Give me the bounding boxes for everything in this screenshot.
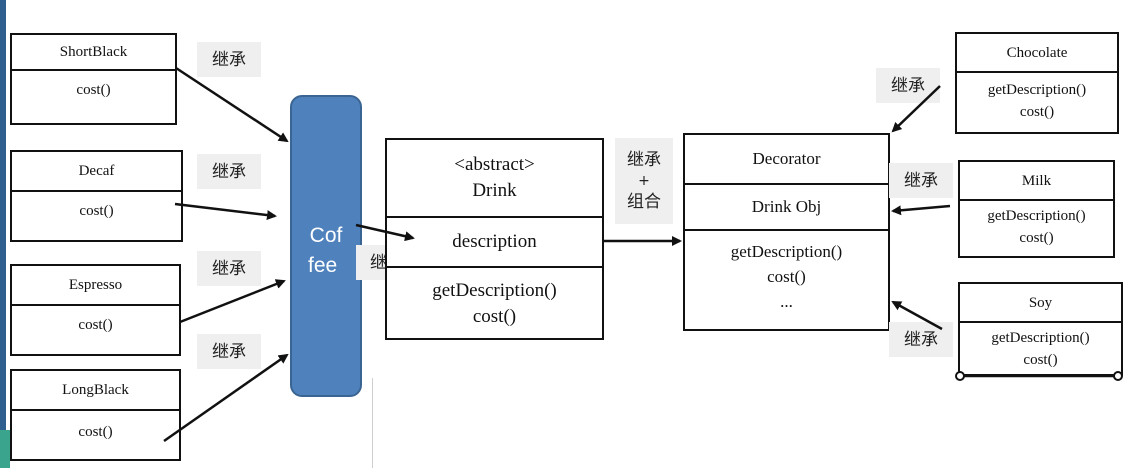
class-decaf: Decaf cost() (10, 150, 183, 242)
class-method: cost() (1023, 352, 1058, 368)
class-longblack: LongBlack cost() (10, 369, 181, 461)
class-name: LongBlack (62, 382, 129, 398)
label-inherit: 继承 (876, 68, 940, 103)
label-inherit: 继承 (197, 42, 261, 77)
label-inherit: 继承 (197, 154, 261, 189)
class-name: Soy (1028, 294, 1053, 311)
decorator-method: ... (780, 292, 793, 311)
class-methods: getDescription() cost() (957, 71, 1117, 123)
class-method: cost() (12, 190, 181, 222)
decorator-field: Drink Obj (685, 183, 888, 229)
arrow-decaf-to-coffee (174, 202, 277, 221)
class-method: cost() (1019, 230, 1054, 246)
class-shortblack: ShortBlack cost() (10, 33, 177, 125)
decorator-method: getDescription() (730, 242, 843, 261)
arrow-shortblack-to-coffee (175, 66, 289, 143)
label-line: 组合 (627, 192, 661, 212)
class-method: getDescription() (987, 82, 1087, 98)
class-soy: Soy getDescription() cost() (958, 282, 1123, 376)
class-method: getDescription() (987, 208, 1086, 224)
class-method: getDescription() (991, 330, 1090, 346)
label-inherit-compose: 继承 + 组合 (615, 138, 673, 224)
coffee-label-line1: Cof (309, 224, 343, 247)
label-line: + (638, 173, 650, 189)
drink-method: getDescription() (432, 280, 557, 301)
label-inherit: 继承 (197, 251, 261, 286)
drink-stereotype: <abstract> (454, 154, 535, 175)
class-espresso: Espresso cost() (10, 264, 181, 356)
left-edge-accent (0, 430, 10, 468)
class-method: cost() (12, 69, 175, 101)
class-name: Chocolate (1006, 44, 1068, 61)
class-milk: Milk getDescription() cost() (958, 160, 1115, 258)
label-inherit: 继承 (889, 163, 953, 198)
drink-method: cost() (472, 306, 517, 327)
divider-line (372, 378, 373, 468)
drink-field: description (387, 216, 602, 266)
label-inherit: 继承 (197, 334, 261, 369)
class-name: Espresso (68, 277, 123, 293)
class-method: cost() (12, 409, 179, 443)
class-decorator: Decorator Drink Obj getDescription() cos… (683, 133, 890, 331)
class-methods: getDescription() cost() (960, 321, 1121, 371)
drink-methods: getDescription() cost() (387, 266, 602, 330)
drink-name: Drink (472, 180, 517, 201)
class-methods: getDescription() cost() (960, 199, 1113, 249)
label-inherit: 继承 (889, 322, 953, 357)
decorator-name: Decorator (752, 149, 821, 168)
class-header: <abstract> Drink (387, 140, 602, 216)
label-line: 继承 (627, 150, 661, 170)
coffee-class: Cof fee (290, 95, 362, 397)
left-edge-bar (0, 0, 6, 468)
decorator-methods: getDescription() cost() ... (685, 229, 888, 314)
class-chocolate: Chocolate getDescription() cost() (955, 32, 1119, 134)
class-method: cost() (1019, 104, 1055, 120)
arrow-espresso-to-coffee (179, 279, 286, 324)
decorator-method: cost() (767, 267, 806, 286)
class-name: Milk (1021, 172, 1052, 189)
coffee-label-line2: fee (308, 254, 338, 277)
class-drink: <abstract> Drink description getDescript… (385, 138, 604, 340)
class-name: Decaf (78, 163, 115, 179)
arrow-milk-to-decorator (891, 204, 951, 216)
class-name: ShortBlack (59, 44, 128, 60)
class-method: cost() (12, 304, 179, 336)
